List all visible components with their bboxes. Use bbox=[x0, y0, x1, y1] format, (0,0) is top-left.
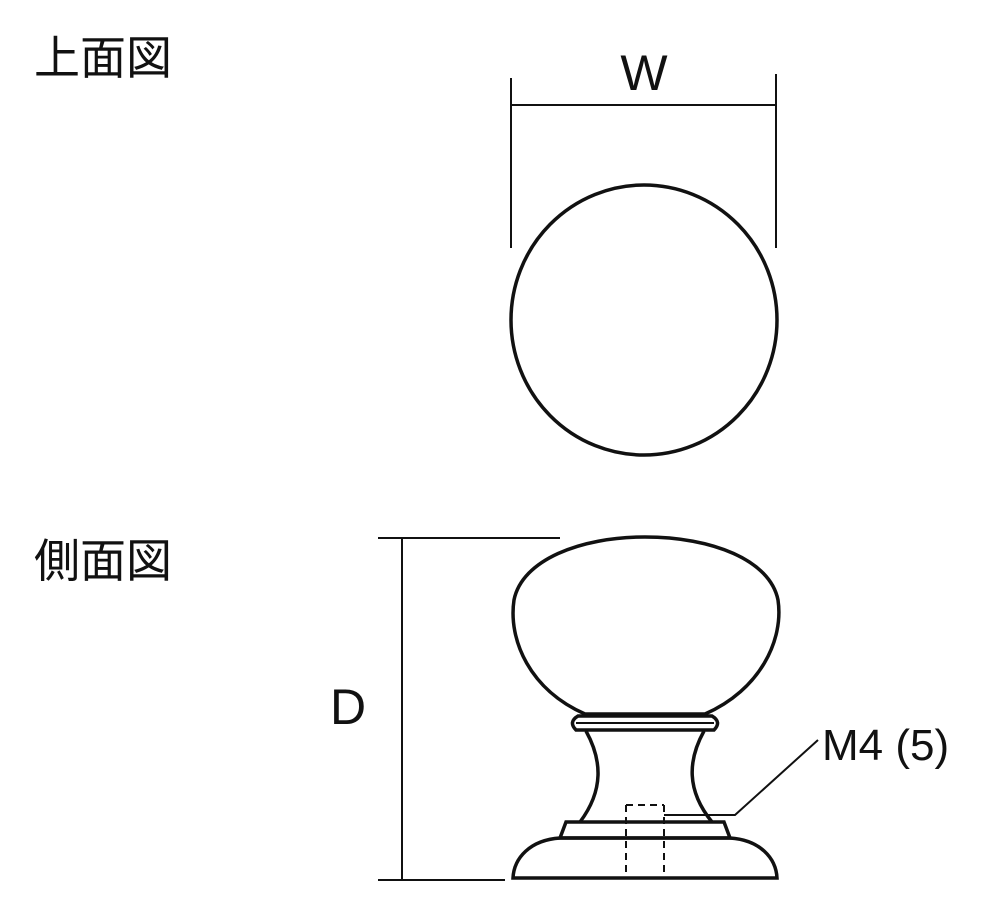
neck-right-profile bbox=[690, 730, 714, 824]
thread-callout: M4 (5) bbox=[664, 721, 949, 816]
width-label: W bbox=[620, 45, 668, 101]
top-view: 上面図 W bbox=[34, 31, 779, 457]
thread-label: M4 (5) bbox=[822, 721, 949, 770]
neck-left-profile bbox=[578, 730, 600, 824]
depth-label: D bbox=[330, 679, 366, 735]
knob-head-outline bbox=[511, 535, 781, 716]
side-view: 側面図 D M4 (5) bbox=[34, 534, 949, 881]
side-view-title: 側面図 bbox=[34, 534, 172, 588]
base-flange-outline bbox=[511, 836, 779, 880]
base-step-outline bbox=[557, 820, 733, 840]
knob-top-outline bbox=[509, 183, 779, 457]
depth-dimension: D bbox=[330, 537, 560, 881]
thread-leader-line bbox=[664, 739, 819, 816]
top-view-title: 上面図 bbox=[34, 31, 172, 85]
thread-hole-hidden bbox=[625, 804, 665, 878]
collar-ring-outline bbox=[570, 714, 720, 732]
width-dimension: W bbox=[510, 45, 777, 248]
